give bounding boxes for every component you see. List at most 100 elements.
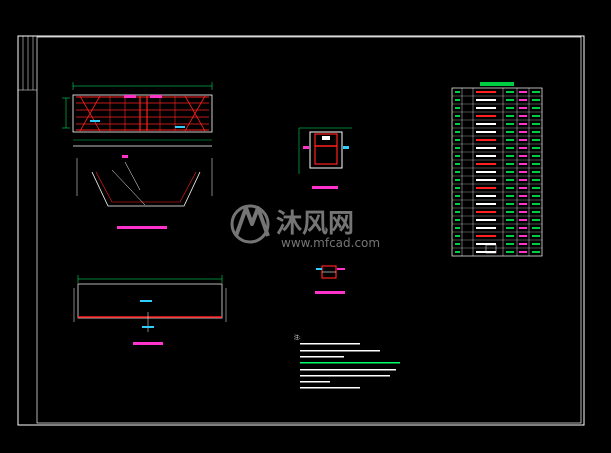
table-cell-mark [506, 195, 514, 197]
table-cell-mark [506, 115, 514, 117]
table-cell-mark [532, 123, 540, 125]
watermark-url: www.mfcad.com [281, 236, 380, 250]
table-cell-mark [532, 227, 540, 229]
table-cell-mark [519, 115, 527, 117]
table-cell-mark [519, 243, 527, 245]
table-rows [452, 91, 542, 253]
trapezoid-section [73, 139, 213, 229]
table-cell-mark [519, 219, 527, 221]
watermark: 沐风网 www.mfcad.com [230, 204, 380, 250]
table-cell-mark [455, 115, 460, 117]
table-cell-mark [506, 227, 514, 229]
table-cell-mark [476, 115, 496, 117]
table-cell-mark [506, 123, 514, 125]
notes-heading: 注: [294, 334, 301, 341]
table-cell-mark [455, 219, 460, 221]
table-cell-mark [476, 131, 496, 133]
table-cell-mark [506, 147, 514, 149]
table-cell-mark [519, 139, 527, 141]
small-detail [315, 265, 345, 294]
table-cell-mark [455, 163, 460, 165]
table-cell-mark [519, 131, 527, 133]
table-cell-mark [532, 203, 540, 205]
table-cell-mark [532, 115, 540, 117]
watermark-brand: 沐风网 [276, 209, 354, 239]
table-cell-mark [532, 187, 540, 189]
table-cell-mark [519, 171, 527, 173]
table-cell-mark [532, 155, 540, 157]
table-cell-mark [455, 155, 460, 157]
table-cell-mark [532, 179, 540, 181]
table-cell-mark [506, 235, 514, 237]
table-cell-mark [455, 251, 460, 253]
table-cell-mark [532, 219, 540, 221]
table-cell-mark [476, 179, 496, 181]
table-cell-mark [506, 179, 514, 181]
table-cell-mark [532, 171, 540, 173]
table-cell-mark [455, 107, 460, 109]
table-cell-mark [455, 123, 460, 125]
table-cell-mark [519, 211, 527, 213]
table-cell-mark [519, 187, 527, 189]
table-cell-mark [476, 211, 496, 213]
materials-table [451, 82, 543, 257]
table-cell-mark [506, 139, 514, 141]
inner-border [36, 36, 582, 424]
table-cell-mark [519, 155, 527, 157]
table-cell-mark [476, 155, 496, 157]
table-cell-mark [476, 91, 496, 93]
plan-drawing [73, 275, 227, 345]
table-cell-mark [506, 243, 514, 245]
table-cell-mark [532, 251, 540, 253]
mfcad-logo-icon [230, 204, 270, 244]
table-cell-mark [476, 235, 496, 237]
table-cell-mark [519, 91, 527, 93]
table-cell-mark [476, 195, 496, 197]
table-cell-mark [455, 99, 460, 101]
outer-border [17, 35, 585, 426]
table-cell-mark [455, 203, 460, 205]
table-cell-mark [476, 219, 496, 221]
table-cell-mark [532, 195, 540, 197]
table-cell-mark [506, 203, 514, 205]
table-cell-mark [519, 251, 527, 253]
table-cell-mark [506, 187, 514, 189]
table-cell-mark [519, 163, 527, 165]
table-cell-mark [476, 171, 496, 173]
table-cell-mark [532, 163, 540, 165]
table-cell-mark [532, 107, 540, 109]
table-cell-mark [455, 227, 460, 229]
box-section [298, 127, 352, 189]
elevation-drawing [62, 82, 213, 133]
table-cell-mark [455, 131, 460, 133]
table-cell-mark [476, 243, 496, 245]
table-cell-mark [455, 171, 460, 173]
table-cell-mark [532, 131, 540, 133]
table-cell-mark [455, 139, 460, 141]
table-cell-mark [532, 99, 540, 101]
table-cell-mark [519, 147, 527, 149]
table-cell-mark [519, 179, 527, 181]
table-cell-mark [519, 99, 527, 101]
table-cell-mark [506, 155, 514, 157]
table-cell-mark [532, 139, 540, 141]
table-cell-mark [532, 91, 540, 93]
table-cell-mark [455, 187, 460, 189]
table-cell-mark [455, 179, 460, 181]
table-cell-mark [506, 171, 514, 173]
table-cell-mark [506, 107, 514, 109]
table-cell-mark [476, 123, 496, 125]
table-cell-mark [476, 147, 496, 149]
table-cell-mark [476, 163, 496, 165]
table-cell-mark [455, 91, 460, 93]
table-cell-mark [476, 107, 496, 109]
table-cell-mark [519, 203, 527, 205]
table-cell-mark [532, 243, 540, 245]
table-cell-mark [476, 227, 496, 229]
table-cell-mark [506, 211, 514, 213]
table-cell-mark [506, 99, 514, 101]
table-cell-mark [519, 227, 527, 229]
table-cell-mark [532, 147, 540, 149]
table-cell-mark [519, 195, 527, 197]
